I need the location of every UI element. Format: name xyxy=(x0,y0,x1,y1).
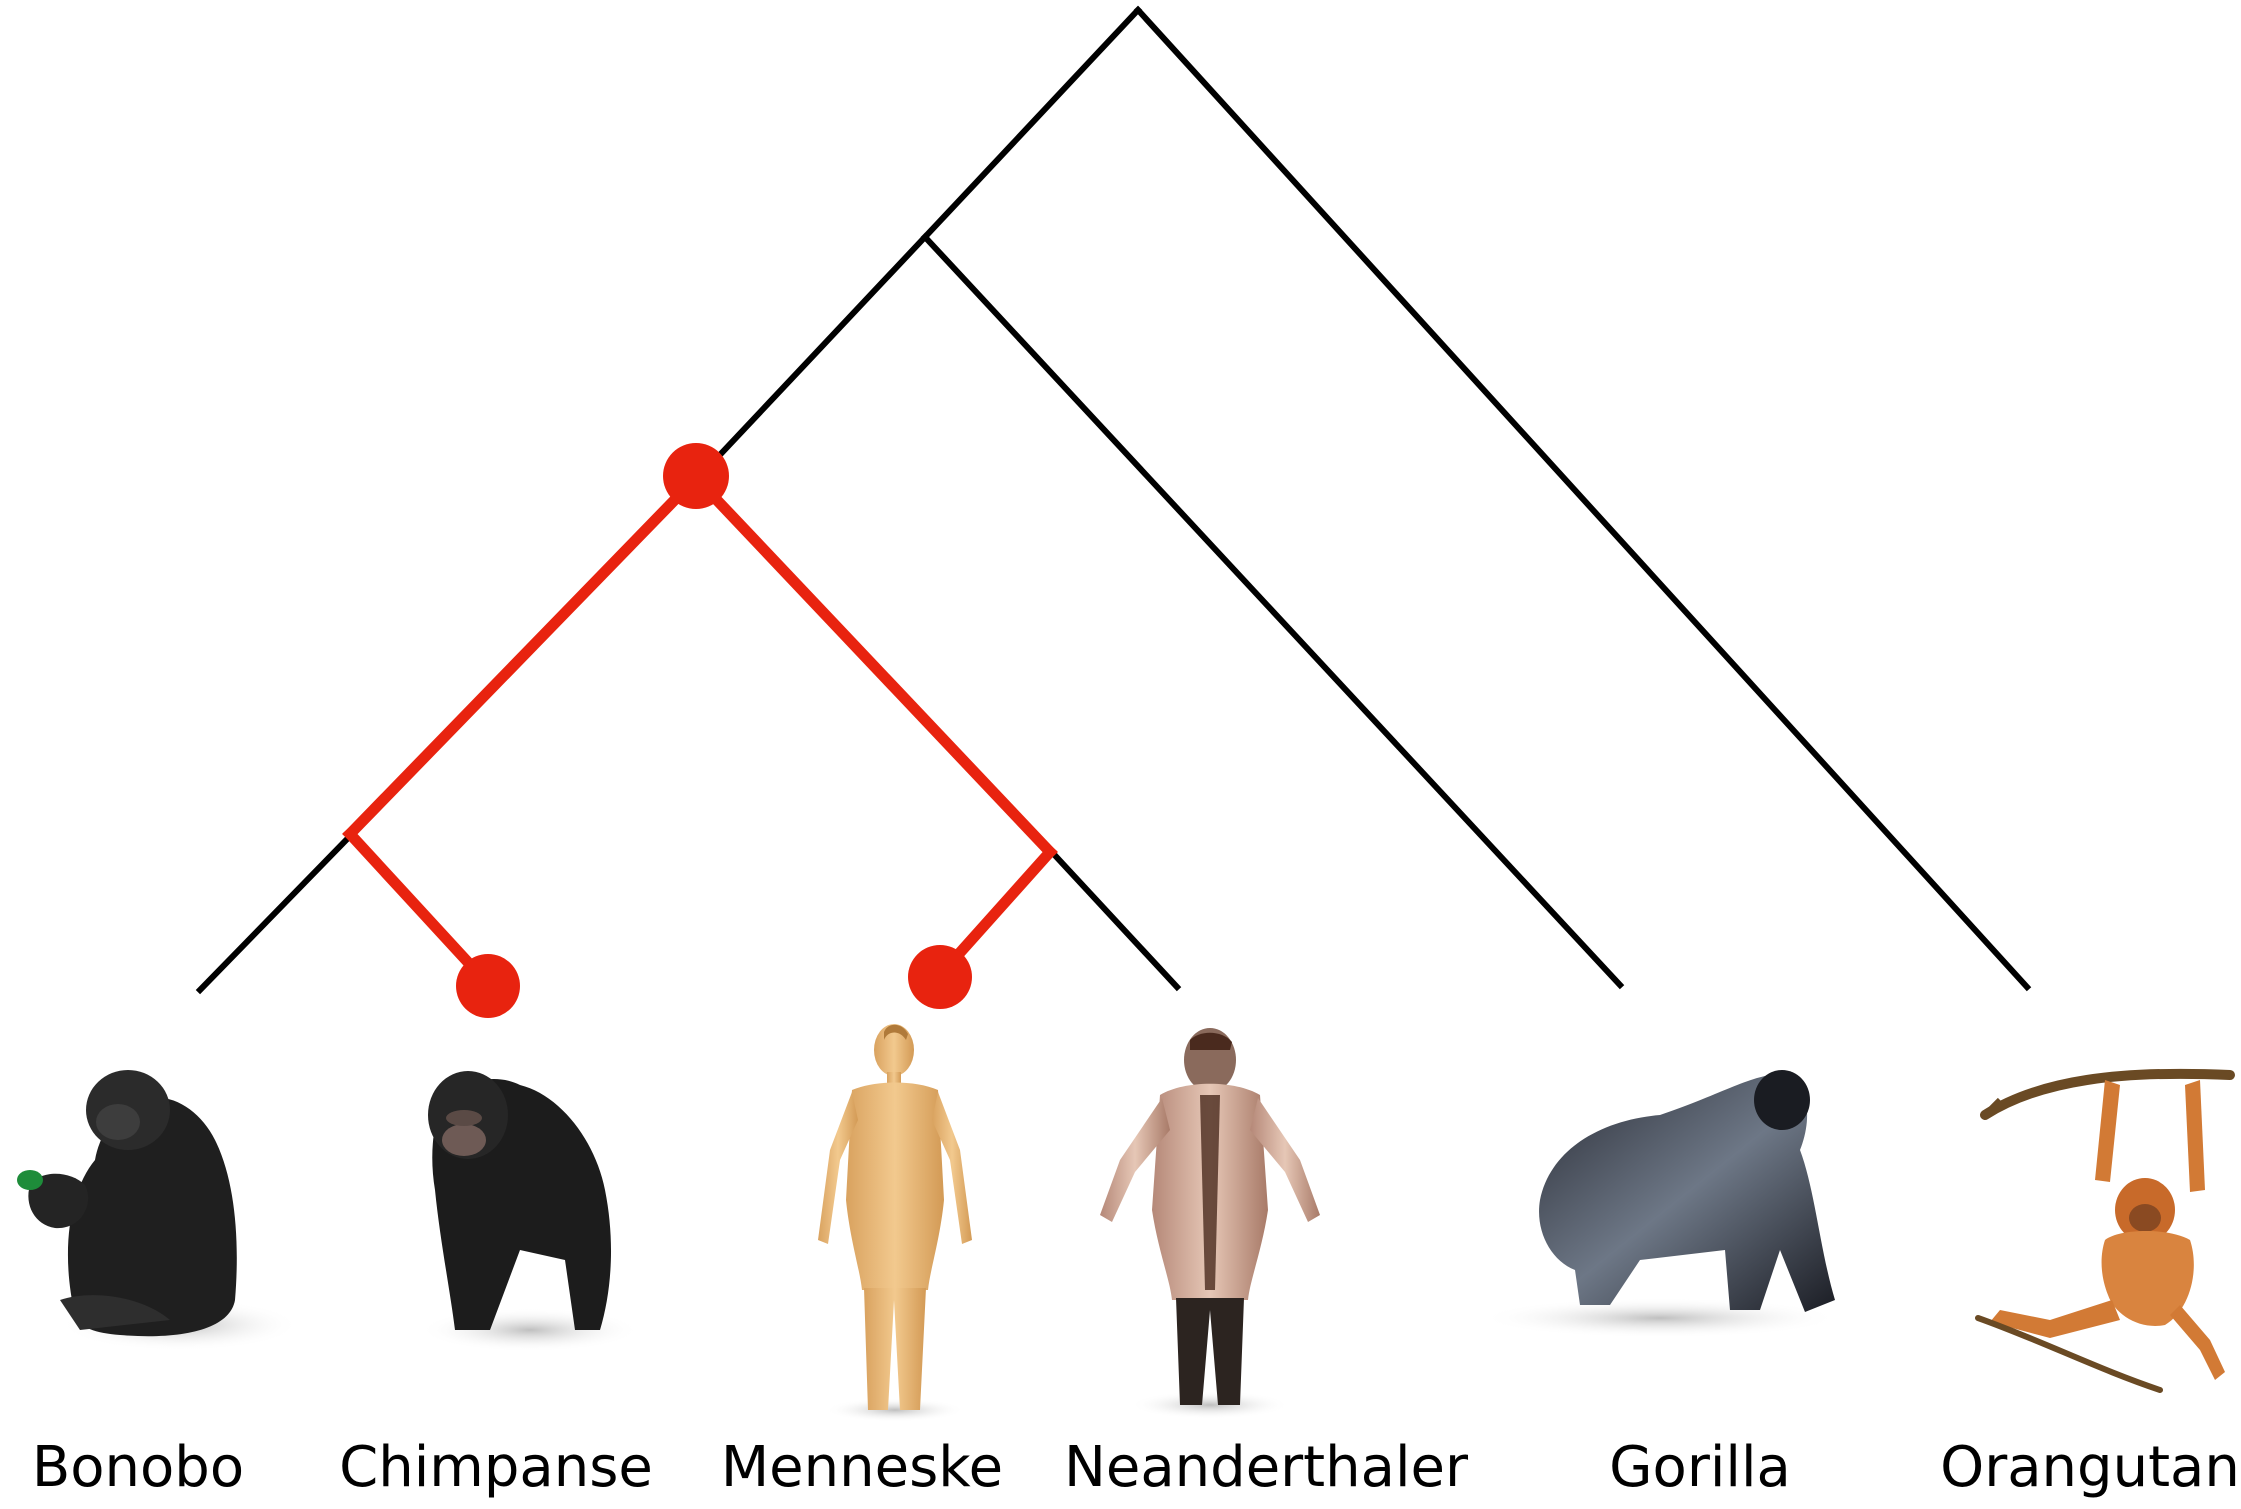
taxon-label-bonobo: Bonobo xyxy=(31,1435,245,1500)
tree-branches xyxy=(195,5,2032,995)
menneske-node-dot xyxy=(908,945,972,1009)
highlight-nodes xyxy=(456,443,972,1018)
neanderthaler-image xyxy=(1100,1028,1320,1419)
taxon-label-orangutan: Orangutan xyxy=(1940,1435,2240,1500)
menneske-image xyxy=(818,1024,972,1422)
taxon-label-chimpanse: Chimpanse xyxy=(339,1435,653,1500)
taxon-label-neanderthaler: Neanderthaler xyxy=(1064,1435,1468,1500)
bonobo-image xyxy=(17,1070,300,1351)
branch-inner-gorilla xyxy=(920,232,1625,990)
branch-inner-node xyxy=(695,232,930,481)
orangutan-image xyxy=(1975,1068,2235,1393)
red-branch-node-left xyxy=(342,470,704,842)
chimpanse-node-dot xyxy=(456,954,520,1018)
branch-bonobo xyxy=(195,829,357,995)
branch-neanderthaler xyxy=(1045,845,1182,992)
ancestor-node-dot xyxy=(663,443,729,509)
gorilla-image xyxy=(1480,1070,1840,1338)
red-branch-node-right xyxy=(688,470,1058,860)
taxon-label-menneske: Menneske xyxy=(720,1435,1004,1500)
red-branch-left-chimp xyxy=(342,826,496,992)
taxon-label-gorilla: Gorilla xyxy=(1609,1435,1791,1500)
branch-root-inner xyxy=(920,5,1143,242)
highlighted-branches xyxy=(342,470,1058,992)
chimpanse-image xyxy=(420,1071,640,1352)
branch-root-orangutan xyxy=(1133,5,2032,992)
